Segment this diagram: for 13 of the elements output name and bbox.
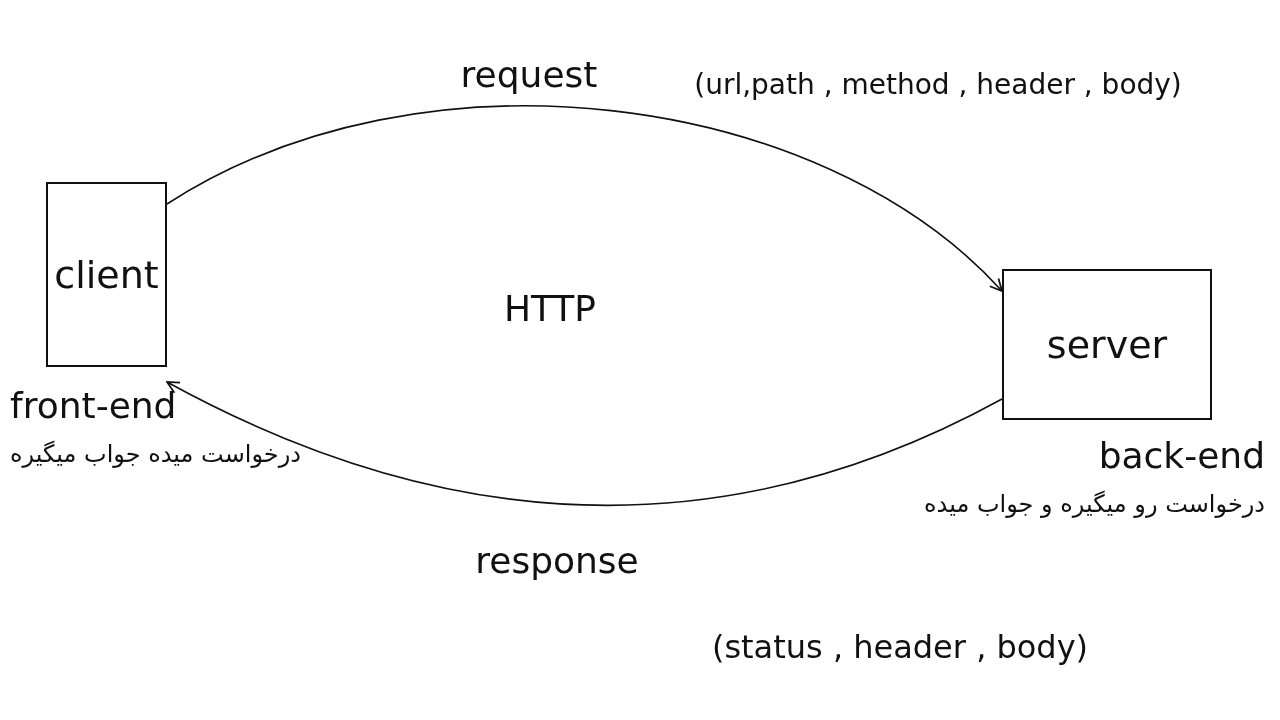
- note-text: (status , header , body): [711, 628, 1089, 666]
- curved-arrow: [166, 381, 1003, 507]
- process-box: [1002, 269, 1212, 420]
- role-description: درخواست میده جواب میگیره: [10, 440, 301, 468]
- node-label: server: [1046, 322, 1168, 367]
- role-description: درخواست رو میگیره و جواب میده: [924, 490, 1265, 518]
- role-label: front-end: [10, 385, 177, 426]
- process-box: [46, 182, 167, 367]
- note-text: HTTP: [503, 287, 597, 329]
- note-text: (url,path , method , header , body): [694, 67, 1182, 101]
- role-label: back-end: [1098, 435, 1265, 476]
- node-label: client: [54, 252, 159, 297]
- curved-arrow: [166, 105, 1003, 292]
